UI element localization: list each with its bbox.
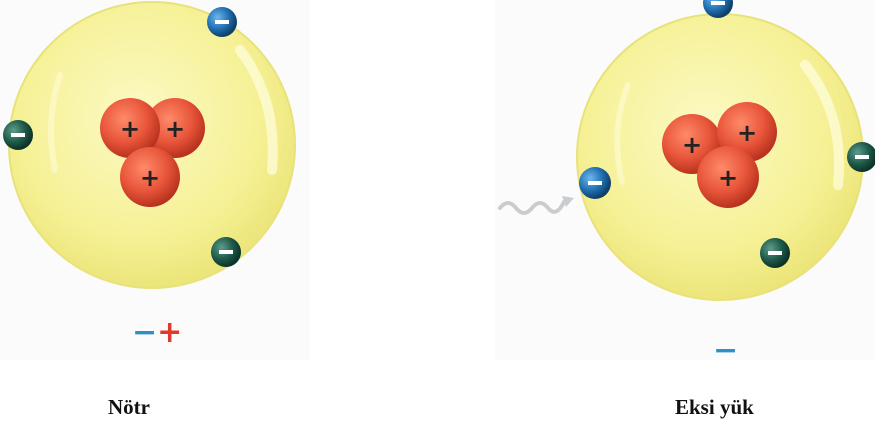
neutral-atom: + + + — [0, 0, 310, 360]
proton-sign: + — [165, 115, 185, 143]
negative-minus-sign: − — [713, 333, 738, 368]
electron-sign — [219, 250, 233, 254]
electron-sign — [588, 181, 602, 185]
neutral-caption: Nötr — [108, 395, 150, 420]
proton-sign: + — [718, 164, 738, 192]
electron-sign — [768, 251, 782, 255]
proton-sign: + — [682, 131, 702, 159]
electron-sign — [11, 133, 25, 137]
neutral-plus-sign: + — [157, 315, 182, 350]
negative-charge-indicator: − — [713, 336, 738, 366]
electron-sign — [855, 155, 869, 159]
proton-sign: + — [140, 164, 160, 192]
negative-caption: Eksi yük — [675, 395, 754, 420]
electron-sign — [711, 1, 725, 5]
neutral-minus-sign: − — [132, 315, 157, 350]
neutral-charge-indicator: −+ — [132, 318, 182, 348]
electron-sign — [215, 20, 229, 24]
negative-atom: + + + — [495, 0, 875, 360]
proton-sign: + — [120, 115, 140, 143]
proton-sign: + — [737, 119, 757, 147]
